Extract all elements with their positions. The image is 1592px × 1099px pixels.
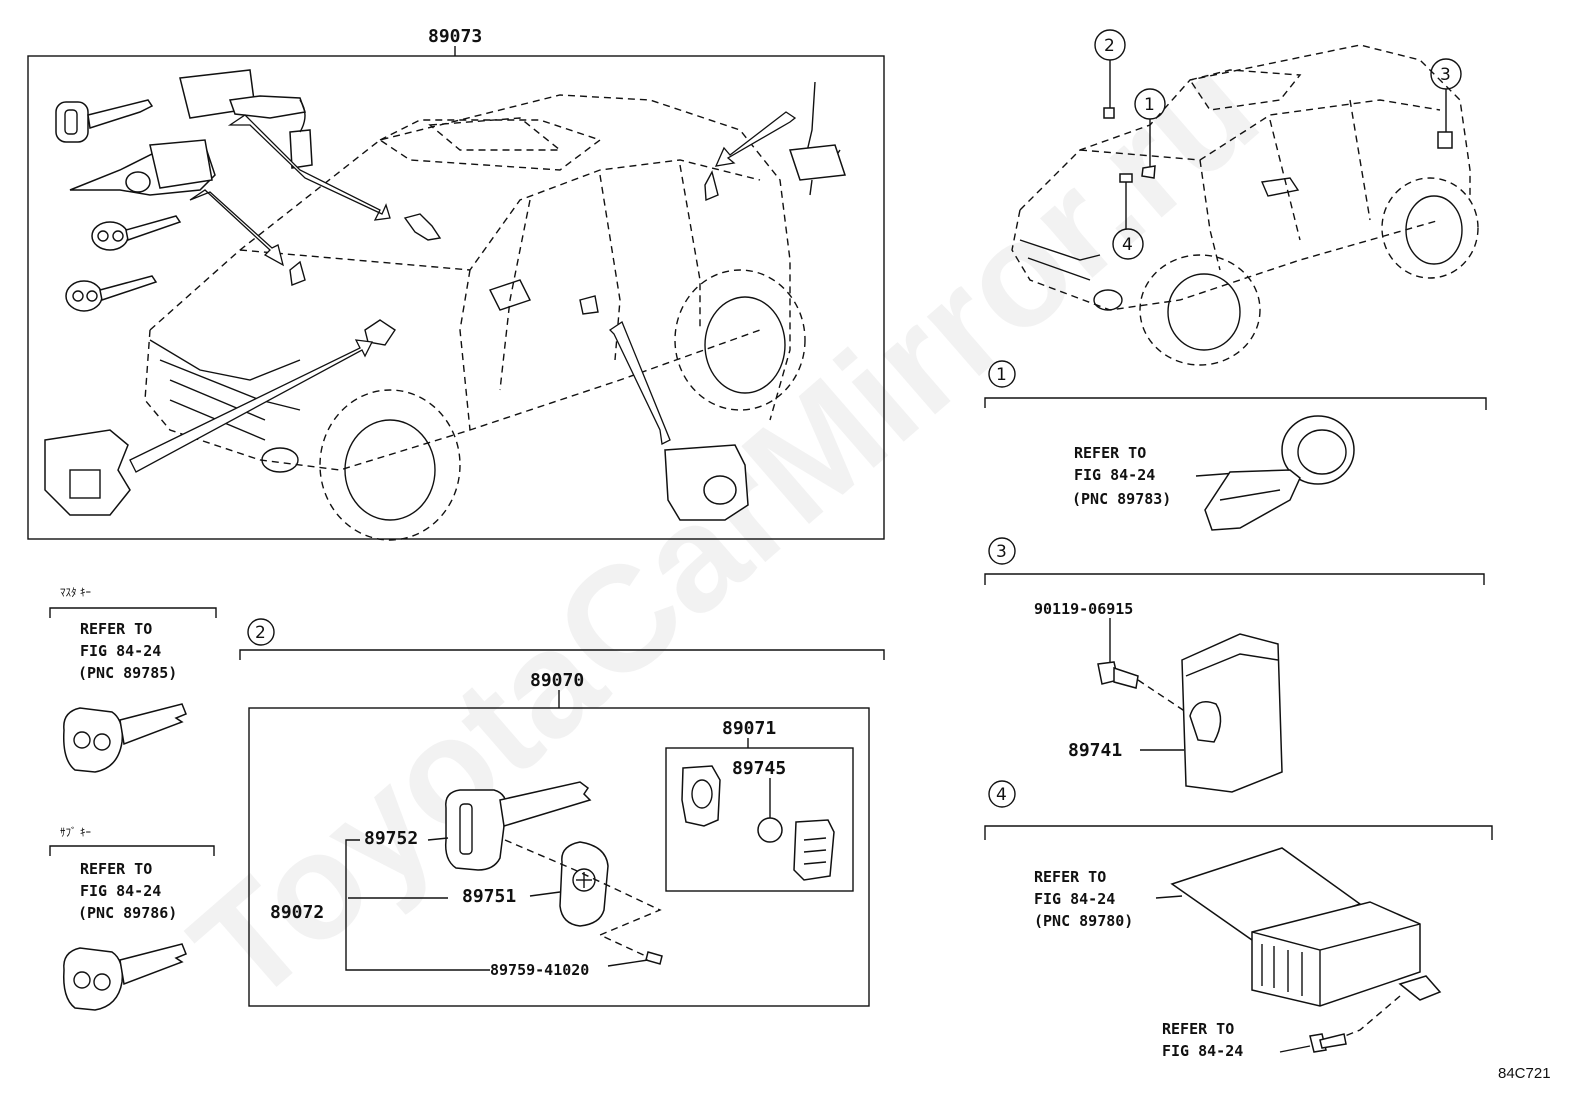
section4-bottom-refer-line1: REFER TO	[1162, 1020, 1234, 1038]
ignition-cylinder-icon	[69, 139, 216, 196]
vehicle-main-illustration	[144, 94, 806, 541]
key-icon-3	[65, 275, 158, 312]
section4-refer-line2: FIG 84-24	[1034, 890, 1115, 908]
section1-refer-line2: FIG 84-24	[1074, 466, 1155, 484]
door-lock-left-icon	[44, 429, 131, 516]
master-key-refer-line1: REFER TO	[80, 620, 152, 638]
watermark: ToyotaCarMirror.ru	[161, 23, 1288, 1034]
steering-lock-icon	[179, 69, 313, 169]
figure-code: 84C721	[1498, 1065, 1551, 1082]
master-key-refer-line2: FIG 84-24	[80, 642, 161, 660]
sub-key-panel: ｻﾌﾞ ｷｰ REFER TO FIG 84-24 (PNC 89786)	[49, 826, 215, 1011]
sub-key-refer-line2: FIG 84-24	[80, 882, 161, 900]
section2-panel: 2 89070 89071 89745	[239, 618, 885, 1007]
section4-refer-line3: (PNC 89780)	[1034, 912, 1133, 930]
sub-kit-part-no: 89071	[722, 718, 776, 739]
sub-key-refer-line3: (PNC 89786)	[78, 904, 177, 922]
overview-marker-4-label: 4	[1122, 235, 1133, 255]
transmitter-board-icon	[793, 819, 835, 881]
overview-marker-1-label: 1	[1144, 95, 1155, 115]
ecu-part-no: 89741	[1068, 740, 1122, 761]
section1-marker-label: 1	[996, 365, 1007, 385]
master-key-panel: ﾏｽﾀ ｷｰ REFER TO FIG 84-24 (PNC 89785)	[49, 586, 217, 773]
overview-part-4	[1119, 173, 1133, 183]
transmitter-case-icon	[681, 765, 721, 827]
sub-key-icon	[62, 943, 187, 1011]
kit-part-no: 89070	[530, 670, 584, 691]
screw-icon	[645, 951, 663, 965]
section4-refer-line1: REFER TO	[1034, 868, 1106, 886]
section4-marker-label: 4	[996, 785, 1007, 805]
section4-bottom-refer-line2: FIG 84-24	[1162, 1042, 1243, 1060]
overview-part-3	[1437, 131, 1453, 149]
key-cover-icon	[559, 841, 609, 927]
cover-part-no: 89751	[462, 886, 516, 907]
ecu-icon	[1181, 633, 1283, 793]
module-bolt-icon	[1309, 1033, 1347, 1053]
key-icon-2	[91, 215, 182, 251]
key-head-part-no: 89752	[364, 828, 418, 849]
section3-marker-label: 3	[996, 542, 1007, 562]
overview-marker-4	[1112, 228, 1144, 260]
key-head-icon	[444, 781, 592, 871]
door-lock-cylinder-icon	[664, 444, 749, 521]
battery-icon	[757, 817, 783, 843]
bolt-part-no: 90119-06915	[1034, 600, 1133, 618]
master-key-refer-line3: (PNC 89785)	[78, 664, 177, 682]
control-module-icon	[1251, 901, 1442, 1007]
screw-part-no: 89759-41020	[490, 961, 589, 979]
key-icon-1	[55, 99, 154, 143]
section4-marker	[988, 780, 1016, 808]
key-assy-part-no: 89072	[270, 902, 324, 923]
main-assembly-part-no: 89073	[428, 26, 482, 47]
master-key-jp-label: ﾏｽﾀ ｷｰ	[60, 586, 91, 599]
master-key-icon	[62, 703, 187, 773]
overview-marker-3-label: 3	[1440, 65, 1451, 85]
section3-marker	[988, 537, 1016, 565]
main-assembly-panel: 89073	[27, 26, 885, 541]
section2-marker	[247, 618, 275, 646]
overview-part-1	[1141, 165, 1156, 179]
section3-panel: 3 90119-06915 89741	[984, 537, 1485, 793]
section4-panel: 4 REFER TO FIG 84-24 (PNC 89780) REFER T…	[984, 780, 1493, 1060]
immobiliser-coil-icon	[1204, 415, 1355, 531]
bolt-icon	[1097, 661, 1139, 689]
section1-refer-line1: REFER TO	[1074, 444, 1146, 462]
pointer-arrows	[129, 111, 797, 473]
battery-part-no: 89745	[732, 758, 786, 779]
section1-refer-line3: (PNC 89783)	[1072, 490, 1171, 508]
sub-key-refer-line1: REFER TO	[80, 860, 152, 878]
section2-marker-label: 2	[255, 623, 266, 643]
section1-marker	[988, 360, 1016, 388]
overview-part-2	[1103, 107, 1115, 119]
kit-frame	[248, 707, 870, 1007]
section1-panel: 1 REFER TO FIG 84-24 (PNC 89783)	[984, 360, 1487, 531]
sub-kit-frame	[665, 747, 854, 892]
main-assembly-frame	[27, 55, 885, 540]
overview-marker-2-label: 2	[1104, 36, 1115, 56]
sub-key-jp-label: ｻﾌﾞ ｷｰ	[60, 826, 91, 839]
overview-vehicle-panel: 2 1 3 4	[1011, 29, 1479, 366]
back-door-lock-icon	[788, 81, 847, 196]
